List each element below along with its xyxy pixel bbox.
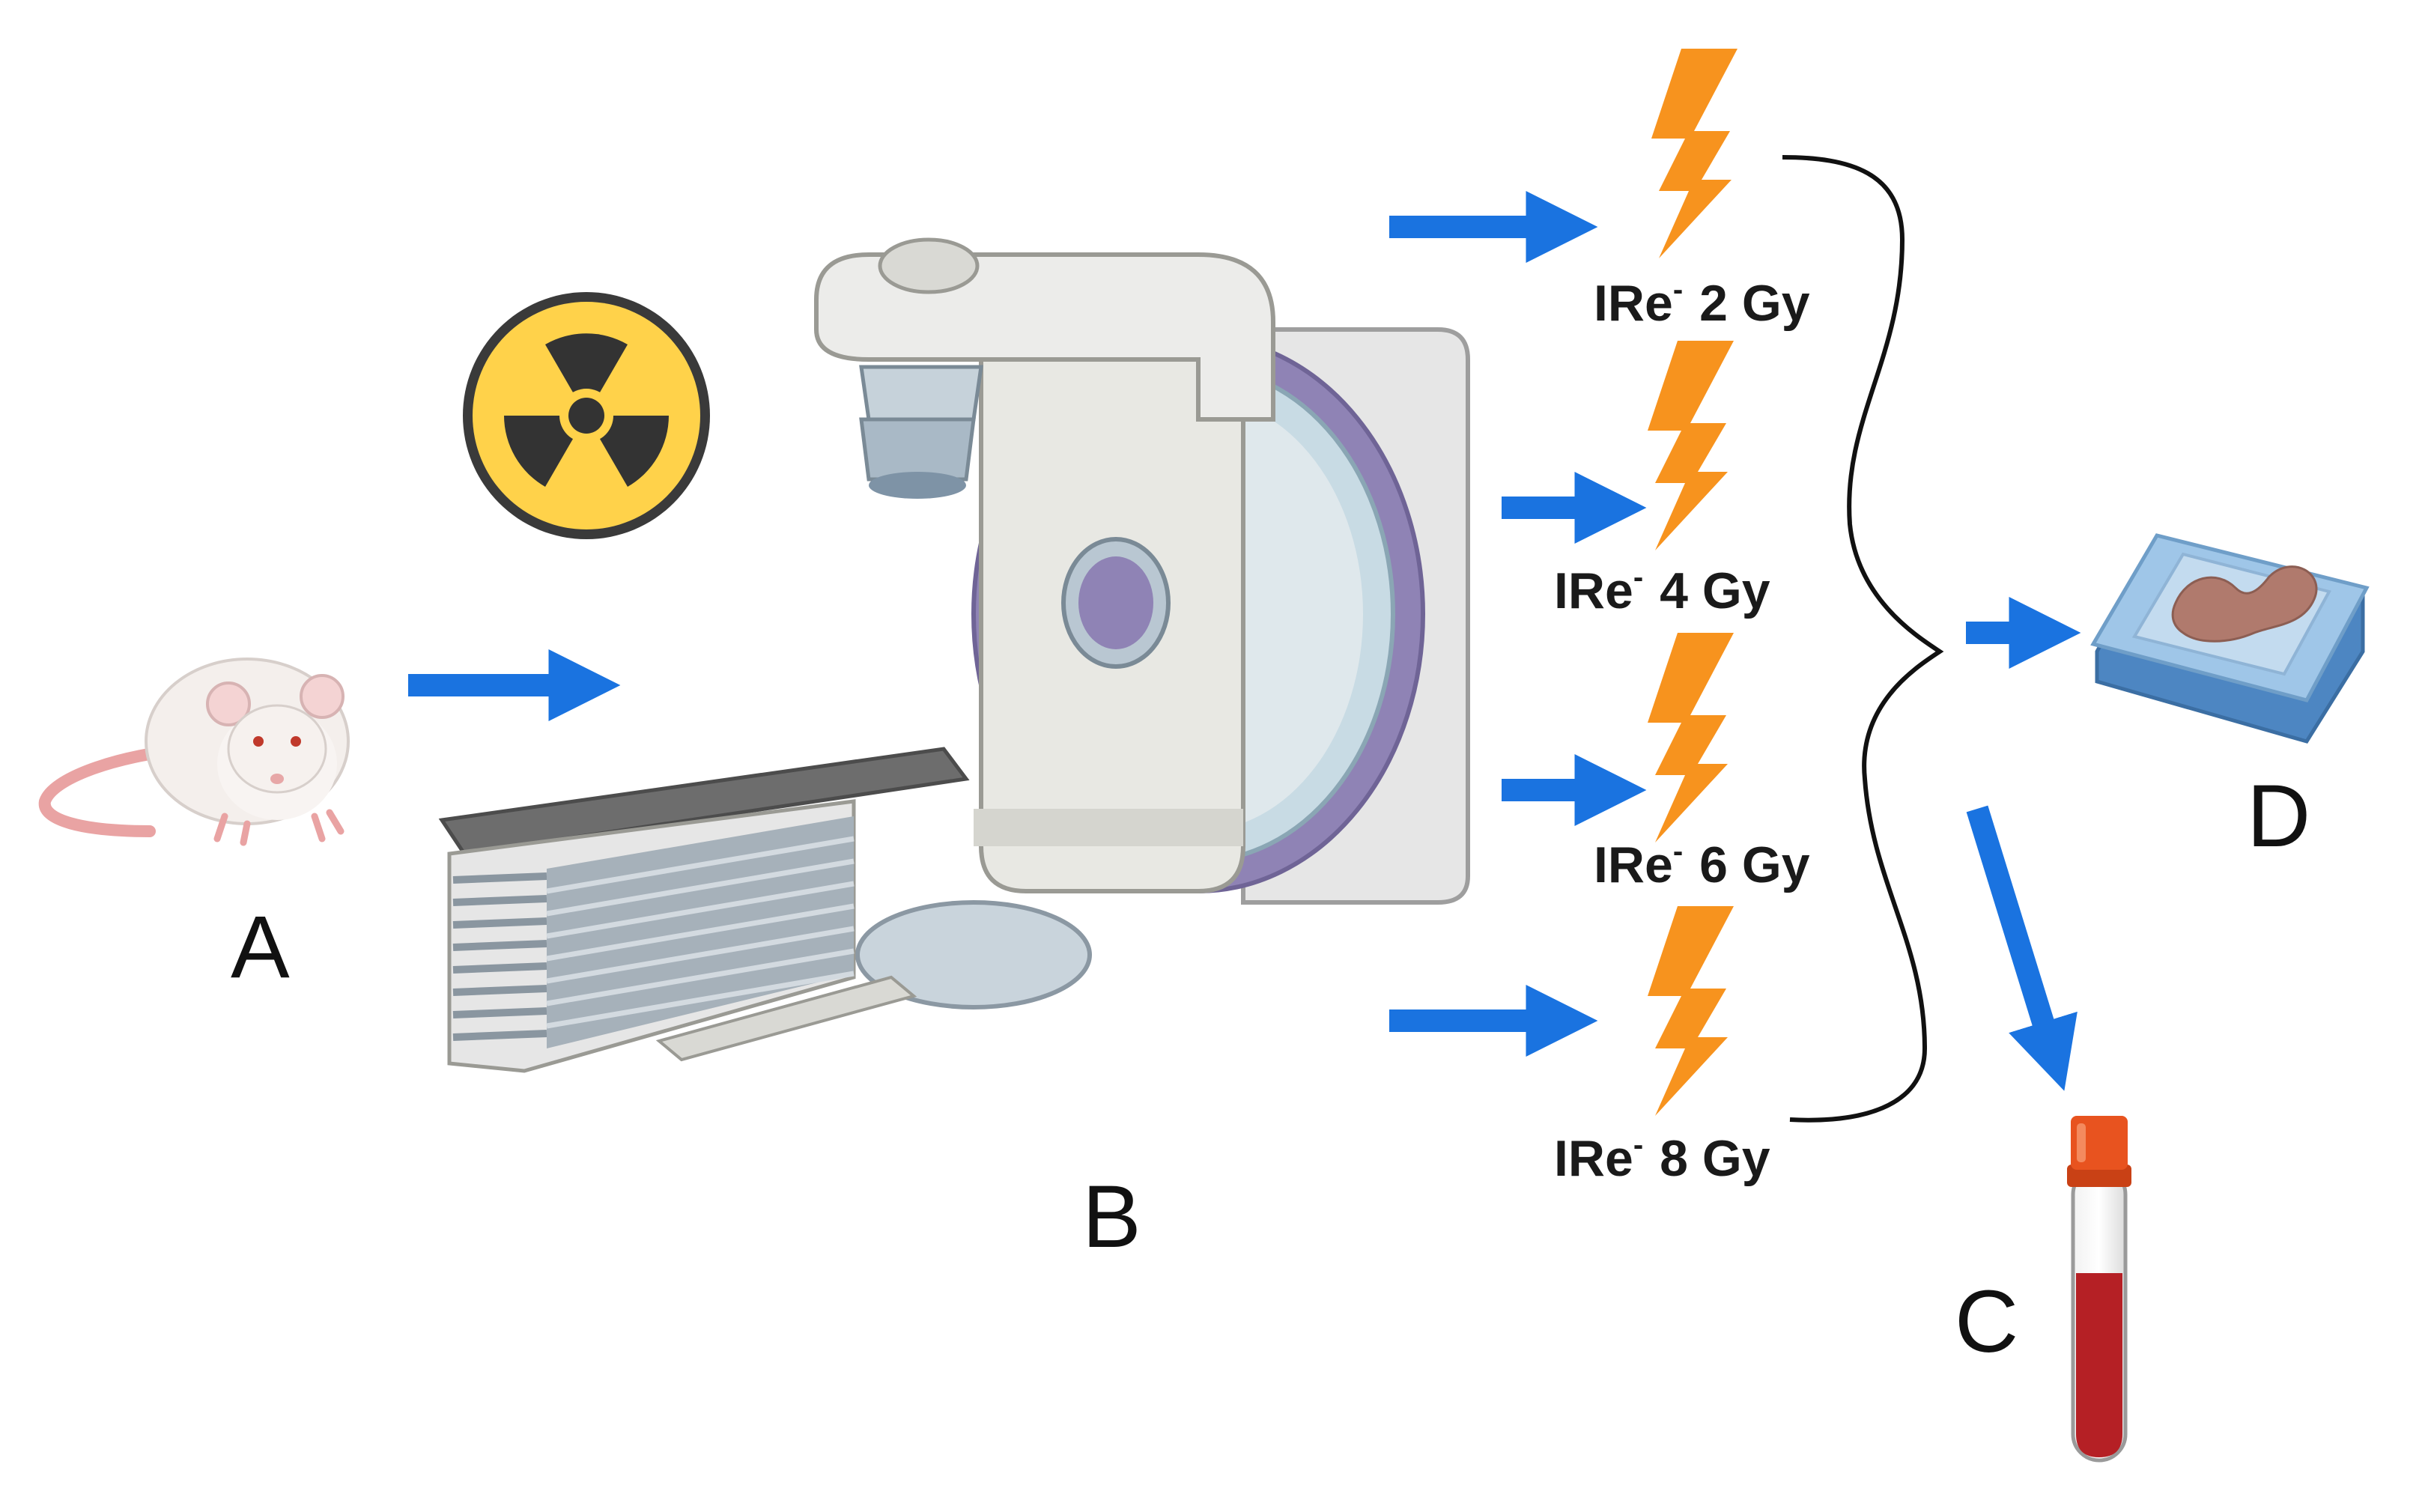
rat-icon: [38, 658, 350, 846]
linac-icon: [438, 237, 1470, 1073]
bolt-icon: [1651, 49, 1737, 258]
slide-icon: [2090, 533, 2370, 744]
label-a: A: [231, 898, 290, 997]
dose-label-8gy: IRe-8 Gy: [1554, 1129, 1770, 1187]
blood-tube-icon: [2067, 1116, 2131, 1463]
radiation-icon: [463, 292, 710, 539]
dose-label-6gy: IRe-6 Gy: [1594, 835, 1810, 893]
bolt-icon: [1648, 341, 1734, 550]
dose-label-4gy: IRe-4 Gy: [1554, 561, 1770, 619]
label-c: C: [1955, 1272, 2018, 1371]
bolt-icon: [1648, 633, 1734, 842]
brace-icon: [1782, 155, 1944, 1123]
label-d: D: [2247, 767, 2310, 866]
label-b: B: [1082, 1168, 1141, 1266]
bolt-icon: [1648, 906, 1734, 1116]
arrow-to-blood: [1966, 805, 2078, 1091]
dose-label-2gy: IRe-2 Gy: [1594, 273, 1810, 332]
